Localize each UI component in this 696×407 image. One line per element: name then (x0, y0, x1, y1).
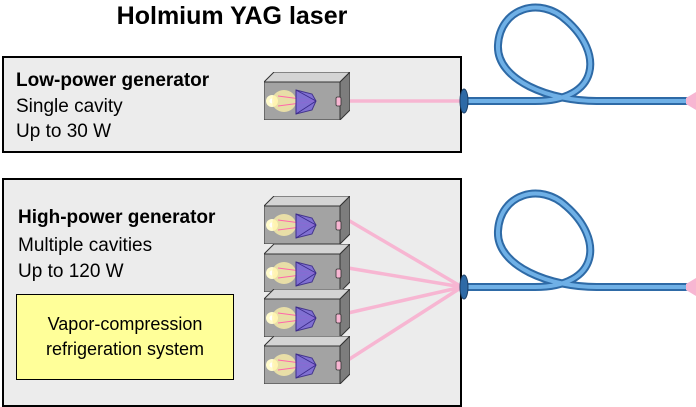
low-power-fiber-coupler-icon (459, 88, 469, 114)
high-power-laser-beam-3 (347, 285, 463, 315)
refrigeration-system-box: Vapor-compression refrigeration system (16, 294, 234, 380)
high-power-wattage-text: Up to 120 W (18, 261, 124, 282)
low-power-laser-cavity-icon (264, 72, 350, 120)
high-power-laser-beam-1 (347, 218, 463, 289)
high-power-laser-cavity-icon-1 (264, 196, 350, 244)
high-power-fiber-coupler-icon (459, 274, 469, 300)
high-power-generator-panel: High-power generator Multiple cavities U… (2, 178, 462, 407)
high-power-laser-cavity-icon-4 (264, 336, 350, 384)
diagram-title: Holmium YAG laser (116, 2, 348, 30)
high-power-cavity-text: Multiple cavities (18, 235, 153, 256)
high-power-heading: High-power generator (18, 207, 216, 228)
low-power-heading: Low-power generator (16, 70, 210, 91)
high-power-laser-beam-4 (347, 285, 463, 362)
high-power-laser-beam-2 (347, 266, 463, 289)
low-power-output-beam (686, 92, 696, 110)
refrigeration-line-1: Vapor-compression (47, 314, 203, 334)
low-power-wattage-text: Up to 30 W (16, 121, 112, 142)
refrigeration-line-2: refrigeration system (45, 339, 205, 359)
low-power-cavity-text: Single cavity (16, 96, 123, 117)
high-power-laser-cavity-icon-3 (264, 289, 350, 337)
low-power-generator-panel: Low-power generator Single cavity Up to … (2, 56, 462, 153)
high-power-laser-cavity-icon-2 (264, 244, 350, 292)
high-power-output-beam (686, 278, 696, 296)
